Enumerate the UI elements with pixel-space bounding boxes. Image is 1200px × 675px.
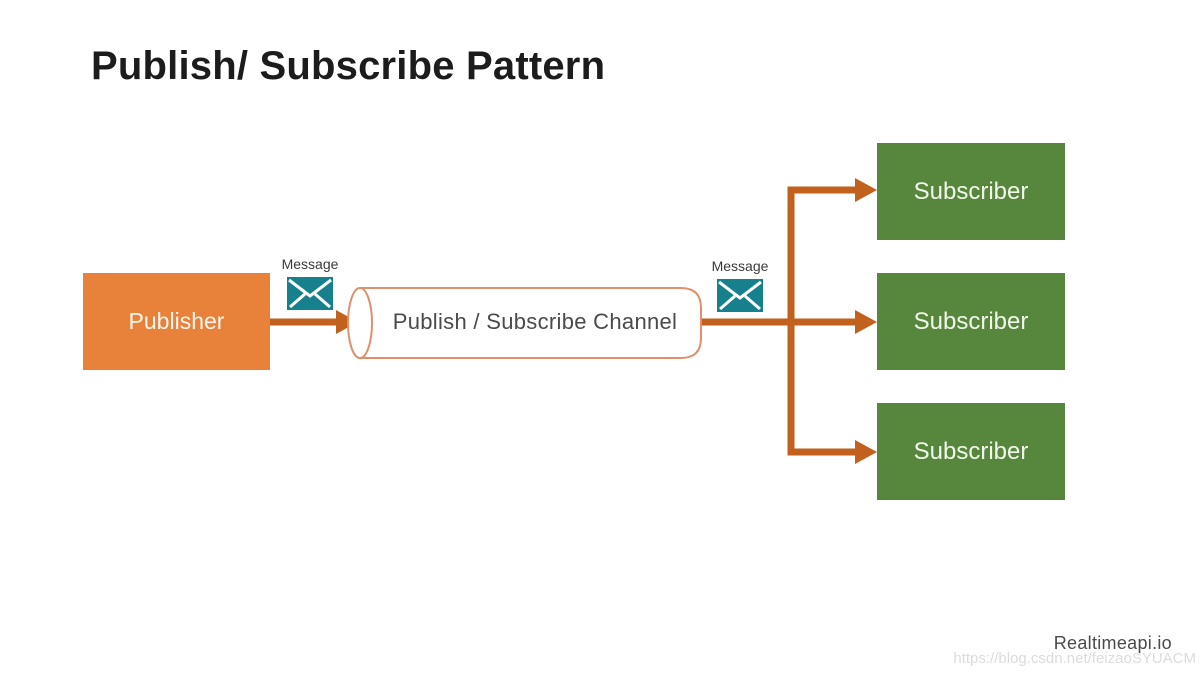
envelope-icon xyxy=(287,277,333,310)
envelope-icon xyxy=(717,279,763,312)
publisher-node: Publisher xyxy=(83,273,270,370)
subscriber-label: Subscriber xyxy=(913,307,1029,335)
slide-title: Publish/ Subscribe Pattern xyxy=(91,44,606,88)
message-label: Message xyxy=(281,256,339,272)
csdn-watermark: https://blog.csdn.net/feizaoSYUACM xyxy=(953,650,1196,667)
channel-cylinder xyxy=(347,287,702,359)
subscriber-label: Subscriber xyxy=(913,177,1029,205)
brand-credit: Realtimeapi.io xyxy=(1053,633,1172,653)
subscriber-node: Subscriber xyxy=(877,403,1065,500)
subscriber-label: Subscriber xyxy=(913,437,1029,465)
subscriber-node: Subscriber xyxy=(877,273,1065,370)
subscriber-node: Subscriber xyxy=(877,143,1065,240)
publisher-label: Publisher xyxy=(128,308,225,334)
channel-label: Publish / Subscribe Channel xyxy=(392,309,678,334)
message-label: Message xyxy=(711,258,769,274)
